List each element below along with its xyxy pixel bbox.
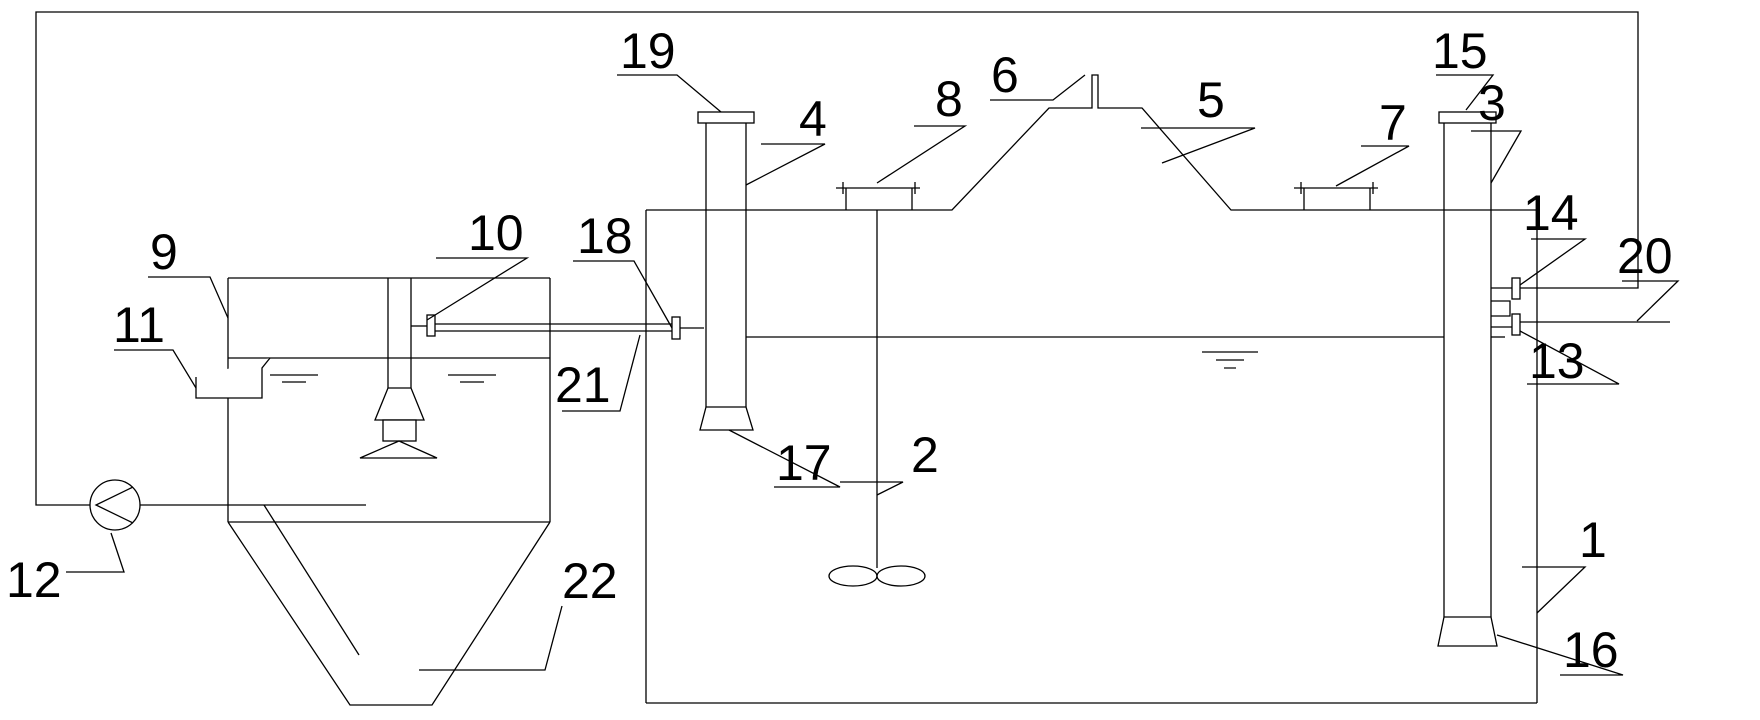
label-9: 9 — [150, 224, 178, 280]
reactor-cover — [646, 74, 1537, 211]
water-level-icon — [1202, 351, 1258, 369]
recycle-loop-pipe — [35, 11, 1639, 506]
pump-icon — [89, 479, 141, 531]
central-inlet-pipe — [359, 278, 438, 459]
label-8: 8 — [935, 71, 963, 127]
label-21: 21 — [555, 357, 611, 413]
label-22: 22 — [562, 553, 618, 609]
stirrer-blade-icon — [828, 565, 926, 587]
label-20: 20 — [1617, 228, 1673, 284]
outlet-column — [1437, 111, 1498, 647]
label-16: 16 — [1563, 622, 1619, 678]
label-12: 12 — [6, 552, 62, 608]
manhole-7 — [1294, 182, 1378, 210]
label-7: 7 — [1379, 95, 1407, 151]
label-1: 1 — [1579, 512, 1607, 568]
label-19: 19 — [620, 23, 676, 79]
water-level-icon — [270, 374, 318, 383]
sludge-return-pipe — [263, 504, 360, 656]
water-level-icon — [448, 374, 496, 383]
label-11: 11 — [113, 297, 165, 353]
label-10: 10 — [468, 205, 524, 261]
reactor-tank — [645, 210, 1538, 704]
label-5: 5 — [1197, 72, 1225, 128]
label-2: 2 — [911, 427, 939, 483]
label-15: 15 — [1432, 23, 1488, 79]
label-17: 17 — [776, 435, 832, 491]
label-18: 18 — [577, 208, 633, 264]
sampling-pipe — [1491, 287, 1512, 328]
label-3: 3 — [1478, 75, 1506, 131]
inlet-column — [697, 111, 755, 431]
manhole-8 — [836, 182, 920, 210]
leader-lines — [66, 74, 1680, 676]
label-14: 14 — [1523, 185, 1579, 241]
valve-14 — [1511, 277, 1521, 300]
label-4: 4 — [799, 91, 827, 147]
outlet-flange — [671, 316, 681, 340]
valve-13 — [1511, 313, 1521, 336]
label-6: 6 — [991, 47, 1019, 103]
settling-tank — [227, 277, 551, 706]
label-13: 13 — [1529, 333, 1585, 389]
overflow-weir — [195, 357, 271, 399]
